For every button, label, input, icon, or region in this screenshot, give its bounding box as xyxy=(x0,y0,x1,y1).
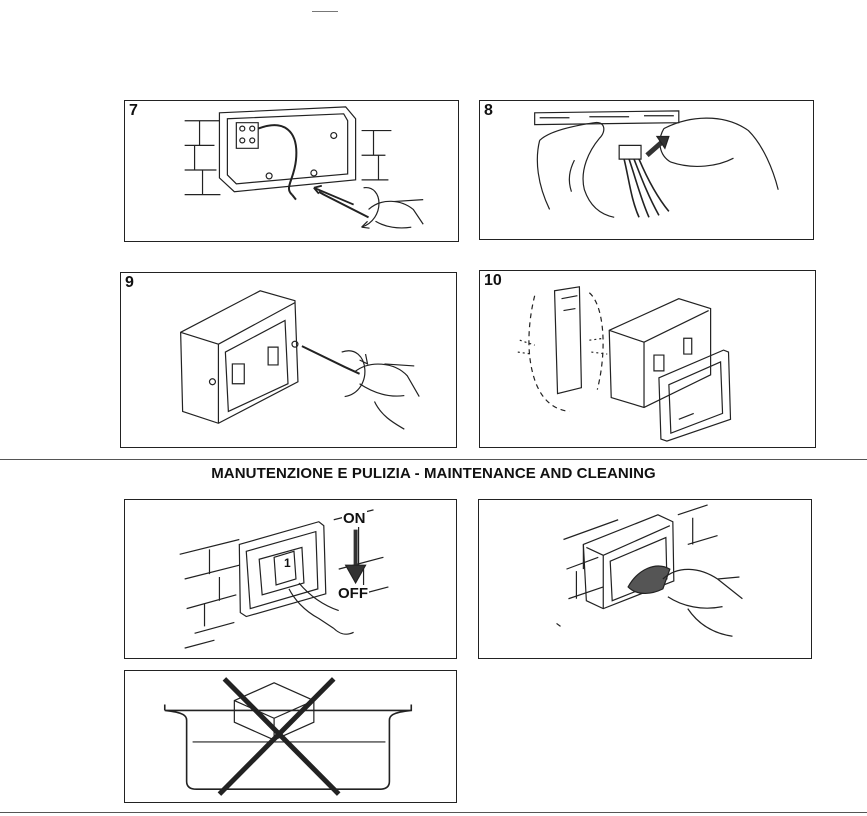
section-heading: MANUTENZIONE E PULIZIA - MAINTENANCE AND… xyxy=(211,465,656,482)
step-10-number: 10 xyxy=(484,272,502,289)
switch-button-digit: 1 xyxy=(284,556,291,570)
section-divider xyxy=(0,459,867,460)
switch-off-illustration xyxy=(125,500,456,658)
cleaning-illustration xyxy=(479,500,811,658)
step-7-illustration xyxy=(125,101,458,241)
step-7-number: 7 xyxy=(129,102,138,119)
no-water-illustration xyxy=(125,671,456,802)
maintenance-switch-off-panel: 1 ON OFF xyxy=(124,499,457,659)
step-9-illustration xyxy=(121,273,456,447)
switch-off-label: OFF xyxy=(337,585,369,602)
step-7-panel: 7 xyxy=(124,100,459,242)
step-10-panel: 10 xyxy=(479,270,816,448)
bottom-divider xyxy=(0,812,867,813)
step-9-number: 9 xyxy=(125,274,134,291)
step-10-illustration xyxy=(480,271,815,447)
maintenance-cleaning-panel xyxy=(478,499,812,659)
step-8-illustration xyxy=(480,101,813,239)
scan-mark xyxy=(312,11,338,12)
switch-on-label: ON xyxy=(342,510,367,527)
step-9-panel: 9 xyxy=(120,272,457,448)
step-8-number: 8 xyxy=(484,102,493,119)
maintenance-no-water-panel xyxy=(124,670,457,803)
step-8-panel: 8 xyxy=(479,100,814,240)
